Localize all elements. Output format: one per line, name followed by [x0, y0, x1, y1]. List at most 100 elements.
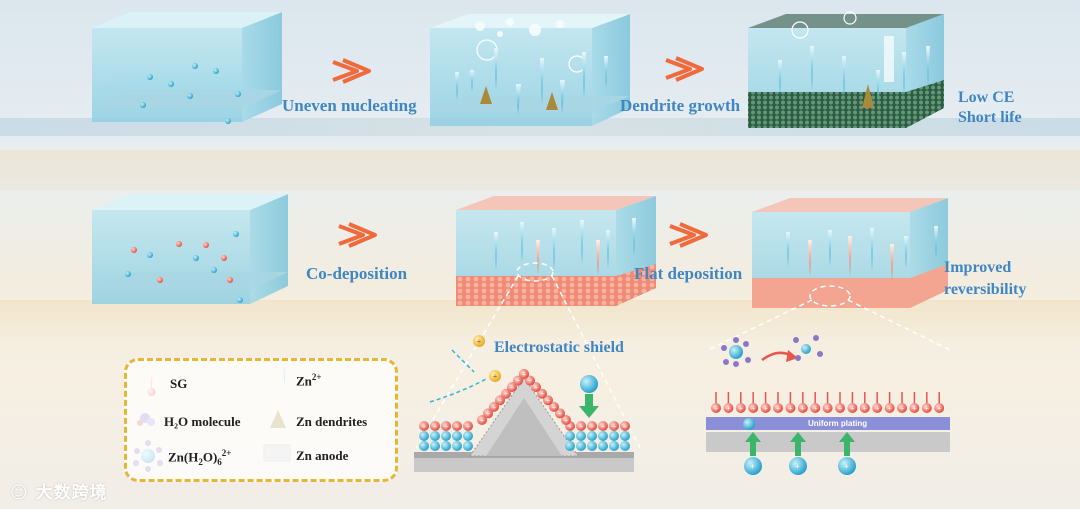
zn-layer-particle [430, 441, 440, 451]
zn-layer-particle [452, 441, 462, 451]
watermark-text: 大数跨境 [35, 483, 108, 503]
plus-sign: + [925, 404, 930, 413]
sg-shield-particle [507, 382, 517, 393]
sg-shield-particle [587, 421, 597, 431]
sg-shield-particle [576, 421, 586, 431]
sg-plating-particle [897, 403, 907, 413]
zn-layer-particle [587, 431, 597, 441]
plus-sign: + [558, 409, 563, 418]
plus-sign: + [739, 404, 744, 413]
legend-solvated-zn: Zn(H2O)62+ [168, 448, 231, 467]
legend-solvated-sub: 6 [217, 456, 222, 467]
label-improved: Improved [944, 259, 1012, 276]
zn-layer-particle [463, 441, 473, 451]
plus-sign: + [444, 422, 449, 431]
sg-plating-particle [909, 403, 920, 413]
label-uniform-plating: Uniform plating [808, 419, 868, 428]
plus-sign: + [492, 403, 497, 412]
plus-sign: + [546, 396, 551, 405]
plus-sign: + [714, 404, 719, 413]
arrow-r1-a [332, 58, 371, 84]
svg-text:+: + [795, 462, 800, 471]
plus-sign: + [455, 422, 460, 431]
zoom-lines [415, 262, 951, 449]
label-low-ce: Low CE [958, 89, 1015, 106]
svg-text:+: + [477, 337, 482, 346]
zn-layer-particle [598, 431, 608, 441]
sg-shield-particle [430, 421, 440, 431]
legend-water: H₂O molecule [164, 414, 241, 429]
plus-sign: + [726, 404, 731, 413]
plus-sign: + [568, 422, 573, 431]
legend-zn-ion-text: Zn [296, 373, 312, 389]
plus-sign: + [912, 404, 917, 413]
sg-plating-particle [884, 403, 895, 413]
sg-shield-particle [452, 421, 462, 431]
plus-sign: + [813, 404, 818, 413]
sg-shield-particle [477, 415, 487, 425]
plus-sign: + [528, 377, 533, 386]
sg-shield-particle [620, 421, 630, 431]
plus-sign: + [579, 422, 584, 431]
row1-box-dendrite [748, 11, 944, 128]
row1-box-initial [92, 12, 282, 124]
row2-box-initial [92, 194, 288, 304]
plus-sign: + [801, 404, 806, 413]
plus-sign: + [937, 404, 942, 413]
sg-plating-particle [934, 403, 945, 413]
watermark: ☺︎ 大数跨境 [10, 478, 108, 503]
legend-anode: Zn anode [296, 448, 349, 463]
plus-sign: + [504, 390, 509, 399]
sg-plating-particle [822, 403, 833, 413]
sg-plating-particle [921, 403, 932, 413]
sand-band-top [0, 150, 1080, 190]
sg-shield-particle [549, 401, 559, 412]
sg-plating-particle [760, 403, 771, 413]
plus-sign: + [510, 383, 515, 392]
sg-plating-particle [872, 403, 883, 413]
svg-text:+: + [750, 462, 755, 471]
sg-plating-particle [723, 403, 734, 413]
zn-layer-particle [441, 441, 451, 451]
zn-layer-particle [452, 431, 462, 441]
plus-sign: + [788, 404, 793, 413]
plus-sign: + [838, 404, 843, 413]
sg-plating-particle [835, 403, 845, 413]
zn-layer-particle [565, 441, 575, 451]
sg-shield-particle [598, 421, 608, 431]
watermark-logo-icon: ☺︎ [10, 483, 36, 503]
legend-zn-ion: Zn2+ [296, 372, 322, 389]
plus-sign: + [534, 383, 539, 392]
plus-sign: + [466, 422, 471, 431]
zn-layer-particle [620, 431, 630, 441]
plus-sign: + [825, 404, 830, 413]
zn-layer-particle [609, 431, 619, 441]
plus-sign: + [900, 404, 905, 413]
zn-layer-particle [587, 441, 597, 451]
plus-sign: + [601, 422, 606, 431]
label-uneven-nucleating: Uneven nucleating [282, 96, 417, 115]
sg-plating-particle [711, 403, 721, 413]
sg-plating-particle [735, 403, 746, 413]
plus-sign: + [552, 403, 557, 412]
sg-shield-particle [561, 415, 571, 425]
sg-shield-particle [519, 369, 529, 379]
sg-plating-particle [859, 403, 870, 413]
zn-layer-particle [419, 441, 429, 451]
arrow-r1-b [665, 56, 704, 82]
label-reversibility: reversibility [944, 281, 1027, 298]
sg-shield-particle [543, 395, 553, 406]
sg-shield-particle [419, 421, 429, 431]
zn-layer-particle [565, 431, 575, 441]
sg-shield-particle [483, 408, 493, 419]
sg-plating-particle [773, 403, 783, 413]
sg-plating-particle [785, 403, 796, 413]
sg-shield-particle [555, 408, 565, 419]
plus-sign: + [863, 404, 868, 413]
sg-shield-particle [609, 421, 619, 431]
plus-sign: + [516, 377, 521, 386]
sg-plating-particle [797, 403, 808, 413]
plus-sign: + [522, 370, 527, 379]
